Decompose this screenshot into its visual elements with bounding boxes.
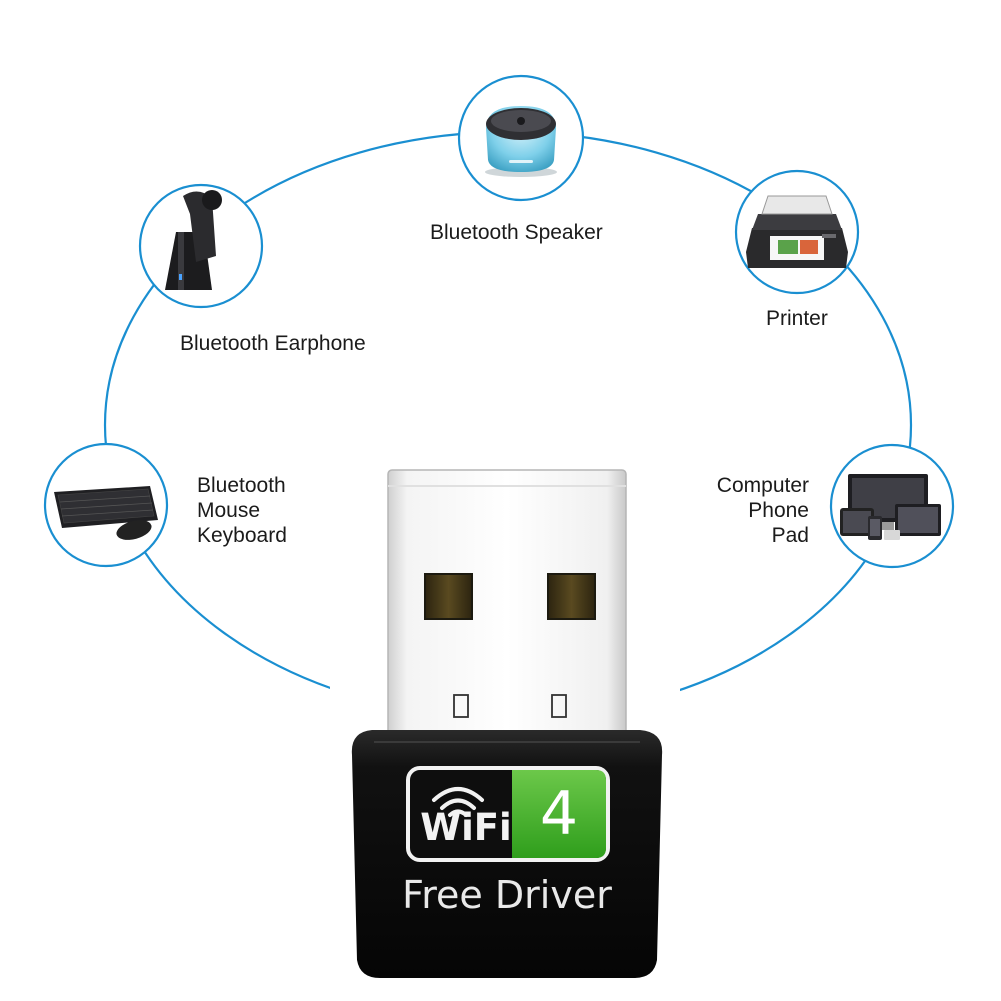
printer-icon xyxy=(746,195,848,268)
bluetooth-earphone-label: Bluetooth Earphone xyxy=(180,331,366,356)
free-driver-tagline: Free Driver xyxy=(380,873,634,917)
wifi-signal-icon xyxy=(432,787,484,817)
free-driver-text: Free Driver xyxy=(402,873,612,917)
printer-label: Printer xyxy=(766,306,828,331)
bluetooth-speaker-text: Bluetooth Speaker xyxy=(430,221,603,244)
keyboard-mouse-node xyxy=(43,442,169,568)
usb-contact-slot-left xyxy=(424,573,473,620)
keyboard-label-line-3: Keyboard xyxy=(197,524,287,547)
computer-phone-pad-icon xyxy=(840,474,941,540)
printer-node xyxy=(734,169,860,295)
wifi-badge-text: WiFi xyxy=(420,808,512,848)
computer-label-line-2: Phone xyxy=(748,499,809,522)
keyboard-mouse-label: Bluetooth Mouse Keyboard xyxy=(197,473,287,548)
usb-contact-slot-right xyxy=(547,573,596,620)
computer-phone-pad-node xyxy=(829,443,955,569)
keyboard-mouse-icon xyxy=(54,486,158,540)
bluetooth-earphone-text: Bluetooth Earphone xyxy=(180,332,366,355)
wifi-version: 4 xyxy=(512,774,606,854)
bluetooth-speaker-node xyxy=(457,74,585,202)
computer-phone-pad-label: Computer Phone Pad xyxy=(660,473,809,548)
wifi-text: WiFi xyxy=(420,806,512,849)
usb-wifi-adapter xyxy=(351,469,663,978)
computer-label-line-1: Computer xyxy=(716,474,809,497)
printer-text: Printer xyxy=(766,307,828,330)
wifi-version-number: 4 xyxy=(539,779,579,849)
bluetooth-earphone-icon xyxy=(165,190,222,290)
bluetooth-speaker-icon xyxy=(485,106,557,177)
wifi-badge xyxy=(406,766,610,862)
keyboard-label-line-1: Bluetooth xyxy=(197,474,286,497)
computer-label-line-3: Pad xyxy=(771,524,809,547)
keyboard-label-line-2: Mouse xyxy=(197,499,261,522)
bluetooth-earphone-node xyxy=(138,183,264,309)
bluetooth-speaker-label: Bluetooth Speaker xyxy=(430,220,603,245)
